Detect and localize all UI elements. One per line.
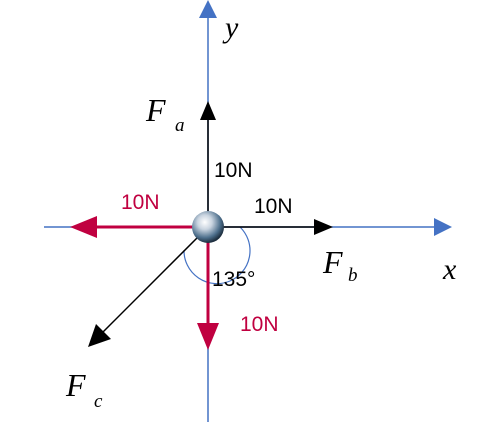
fc-label: F c	[65, 367, 103, 412]
fb-arrowhead-icon	[314, 219, 333, 235]
red-down-arrowhead-icon	[197, 323, 219, 350]
fc-subscript: c	[94, 391, 103, 412]
force-fa-vector	[200, 101, 216, 227]
x-axis-label: x	[442, 253, 457, 286]
x-axis-arrowhead-icon	[434, 218, 452, 236]
fa-magnitude-label: 10N	[214, 159, 253, 182]
force-fb-vector	[208, 219, 333, 235]
fb-symbol: F	[322, 244, 343, 280]
fb-label: F b	[322, 244, 358, 286]
fa-subscript: a	[175, 115, 185, 136]
red-down-magnitude-label: 10N	[240, 313, 279, 336]
fa-label: F a	[145, 92, 185, 136]
force-fc-vector	[88, 226, 209, 347]
red-left-arrowhead-icon	[70, 216, 97, 238]
particle-ball	[192, 211, 224, 243]
fa-symbol: F	[145, 92, 166, 128]
y-axis-label: y	[222, 11, 239, 44]
red-left-magnitude-label: 10N	[121, 191, 160, 214]
angle-label: 135°	[212, 268, 255, 291]
angle-arc	[183, 226, 251, 285]
fc-arrowhead-icon	[88, 324, 111, 347]
red-left-vector	[70, 216, 208, 238]
fa-arrowhead-icon	[200, 101, 216, 120]
fb-magnitude-label: 10N	[254, 195, 293, 218]
red-down-vector	[197, 227, 219, 350]
y-axis-arrowhead-icon	[199, 0, 217, 18]
fb-subscript: b	[348, 265, 358, 286]
fc-symbol: F	[65, 367, 86, 403]
